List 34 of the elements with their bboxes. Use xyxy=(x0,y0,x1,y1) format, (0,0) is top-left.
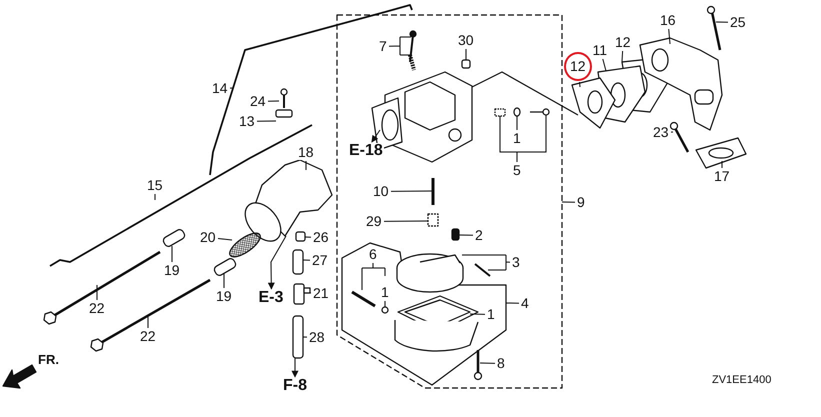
drawing-code: ZV1EE1400 xyxy=(712,374,772,386)
direction-label: FR. xyxy=(38,352,59,367)
leader-line xyxy=(602,58,606,72)
leader-line xyxy=(362,262,386,290)
leader-line xyxy=(500,114,546,162)
leader-line xyxy=(470,314,486,315)
reference-label: F-8 xyxy=(282,378,308,392)
leader-line xyxy=(668,28,670,44)
leader-line xyxy=(218,238,232,240)
leader-line xyxy=(384,220,428,222)
leader-arrow xyxy=(268,236,286,290)
leader-line xyxy=(96,284,98,300)
leader-line xyxy=(384,300,386,308)
leader-line xyxy=(390,190,434,192)
leader-line xyxy=(304,236,312,238)
leader-line xyxy=(154,194,156,200)
leader-line xyxy=(670,132,674,133)
leader-arrow xyxy=(371,130,380,143)
leader-line xyxy=(516,116,518,130)
leader-arrow xyxy=(292,358,298,378)
leader-line xyxy=(562,202,576,203)
leader-line xyxy=(230,88,234,89)
leader-line xyxy=(256,120,276,122)
leader-line xyxy=(480,362,496,364)
leader-line xyxy=(302,260,310,261)
leader-line xyxy=(716,22,728,23)
leader-line xyxy=(388,36,412,56)
leader-line xyxy=(622,50,624,62)
leader-line xyxy=(506,302,520,304)
leader-line xyxy=(458,234,474,236)
leader-line xyxy=(268,100,280,102)
leader-line xyxy=(579,82,580,88)
leader-line xyxy=(462,254,510,270)
leader-line xyxy=(302,336,308,338)
